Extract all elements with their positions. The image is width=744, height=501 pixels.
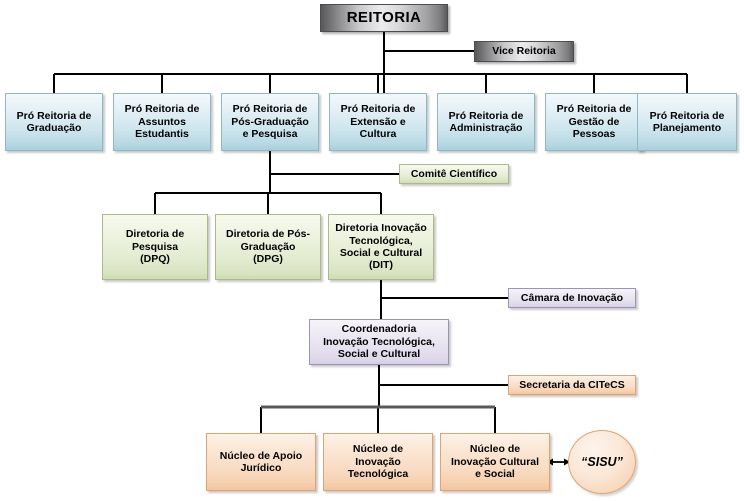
node-pro-reitoria-assuntos-estudantis[interactable]: Pró Reitoria de Assuntos Estudantis xyxy=(113,93,211,151)
node-nucleo-inovacao-cultural-social-label: Núcleo de Inovação Cultural e Social xyxy=(450,443,540,481)
node-pro-reitoria-planejamento-label: Pró Reitoria de Planejamento xyxy=(649,109,725,134)
node-nucleo-inovacao-tecnologica[interactable]: Núcleo de Inovação Tecnológica xyxy=(323,433,433,491)
node-vice-reitoria[interactable]: Vice Reitoria xyxy=(474,41,574,62)
node-pro-reitoria-gestao-pessoas[interactable]: Pró Reitoria de Gestão de Pessoas xyxy=(545,93,643,151)
node-pro-reitoria-extensao-cultura-label: Pró Reitoria de Extensão e Cultura xyxy=(340,103,416,141)
node-pro-reitoria-pos-graduacao-pesquisa-label: Pró Reitoria de Pós-Graduação e Pesquisa xyxy=(231,103,309,141)
node-pro-reitoria-graduacao[interactable]: Pró Reitoria de Graduação xyxy=(5,93,103,151)
node-pro-reitoria-assuntos-estudantis-label: Pró Reitoria de Assuntos Estudantis xyxy=(124,103,200,141)
node-secretaria-citecs[interactable]: Secretaria da CITeCS xyxy=(508,375,636,395)
node-reitoria[interactable]: REITORIA xyxy=(320,4,448,32)
node-diretoria-pos-graduacao-label: Diretoria de Pós- Graduação (DPG) xyxy=(225,228,311,266)
node-camara-inovacao-label: Câmara de Inovação xyxy=(520,291,624,304)
node-nucleo-apoio-juridico[interactable]: Núcleo de Apoio Jurídico xyxy=(206,433,316,491)
node-pro-reitoria-pos-graduacao-pesquisa[interactable]: Pró Reitoria de Pós-Graduação e Pesquisa xyxy=(221,93,319,151)
node-pro-reitoria-graduacao-label: Pró Reitoria de Graduação xyxy=(16,109,92,134)
node-pro-reitoria-administracao-label: Pró Reitoria de Administração xyxy=(448,109,524,134)
node-comite-cientifico-label: Comitê Científico xyxy=(410,167,498,180)
node-coordenadoria-inovacao-label: Coordenadoria Inovação Tecnológica, Soci… xyxy=(323,323,435,361)
node-nucleo-inovacao-cultural-social[interactable]: Núcleo de Inovação Cultural e Social xyxy=(440,433,550,491)
node-nucleo-inovacao-tecnologica-label: Núcleo de Inovação Tecnológica xyxy=(347,443,409,481)
node-camara-inovacao[interactable]: Câmara de Inovação xyxy=(508,288,636,308)
node-pro-reitoria-extensao-cultura[interactable]: Pró Reitoria de Extensão e Cultura xyxy=(329,93,427,151)
node-nucleo-apoio-juridico-label: Núcleo de Apoio Jurídico xyxy=(219,449,303,474)
node-pro-reitoria-planejamento[interactable]: Pró Reitoria de Planejamento xyxy=(637,93,737,151)
node-sisu[interactable]: “SISU” xyxy=(568,430,636,494)
node-diretoria-pesquisa-label: Diretoria de Pesquisa (DPQ) xyxy=(125,228,185,266)
node-diretoria-pos-graduacao[interactable]: Diretoria de Pós- Graduação (DPG) xyxy=(215,214,321,280)
node-secretaria-citecs-label: Secretaria da CITeCS xyxy=(519,378,625,391)
node-vice-reitoria-label: Vice Reitoria xyxy=(492,45,556,58)
node-reitoria-label: REITORIA xyxy=(346,9,422,27)
node-diretoria-inovacao-dit-label: Diretoria Inovação Tecnológica, Social e… xyxy=(335,222,427,272)
node-coordenadoria-inovacao[interactable]: Coordenadoria Inovação Tecnológica, Soci… xyxy=(309,319,449,365)
node-diretoria-inovacao-dit[interactable]: Diretoria Inovação Tecnológica, Social e… xyxy=(328,214,434,280)
node-pro-reitoria-administracao[interactable]: Pró Reitoria de Administração xyxy=(437,93,535,151)
node-comite-cientifico[interactable]: Comitê Científico xyxy=(399,164,509,184)
node-pro-reitoria-gestao-pessoas-label: Pró Reitoria de Gestão de Pessoas xyxy=(556,103,632,141)
node-sisu-label: “SISU” xyxy=(581,454,623,469)
node-diretoria-pesquisa[interactable]: Diretoria de Pesquisa (DPQ) xyxy=(102,214,208,280)
